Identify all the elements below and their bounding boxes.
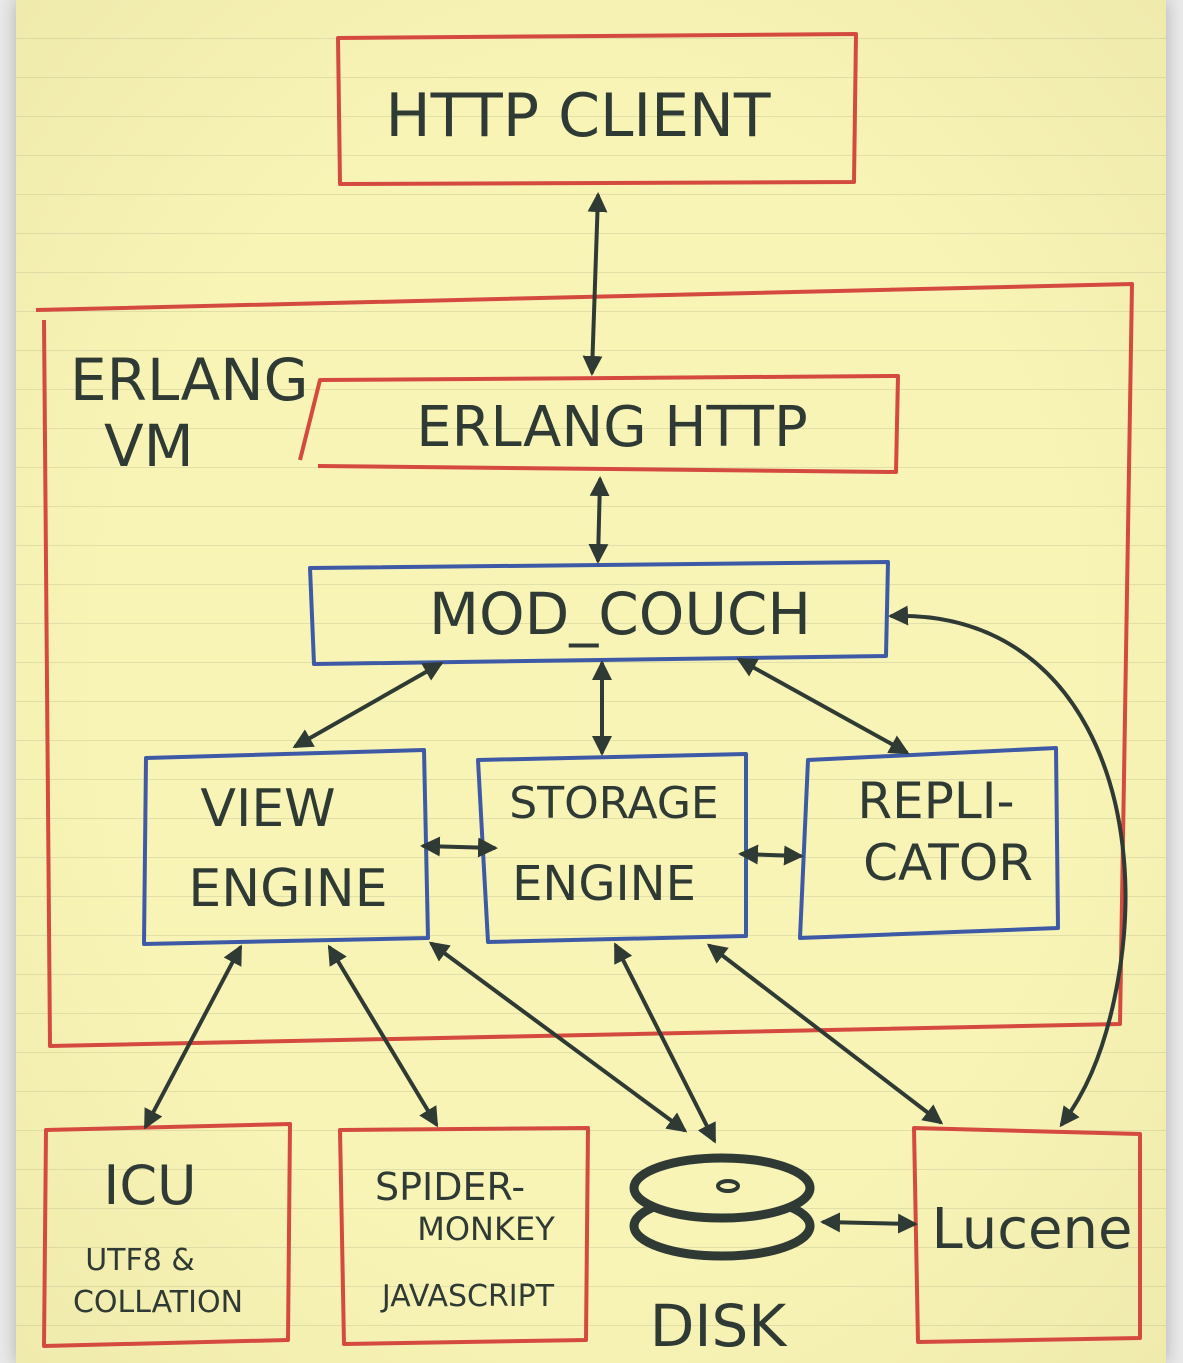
http-client-label: HTTP CLIENT bbox=[385, 81, 770, 151]
view-engine-box bbox=[142, 748, 430, 946]
arrow-disk-to-lucene bbox=[820, 1212, 918, 1234]
view-engine-label-line1: VIEW bbox=[200, 779, 335, 839]
storage-engine-label-line1: STORAGE bbox=[509, 778, 718, 829]
spidermonkey-label-line3: JAVASCRIPT bbox=[380, 1279, 555, 1314]
view-engine-label-line2: ENGINE bbox=[188, 859, 387, 919]
erlang-vm-box bbox=[35, 282, 1134, 1048]
spidermonkey-label-line2: MONKEY bbox=[417, 1210, 555, 1248]
storage-engine-box bbox=[476, 752, 748, 944]
arrow-client-to-erlang-http bbox=[582, 192, 608, 376]
lucene-box bbox=[912, 1126, 1142, 1344]
disk-icon bbox=[629, 1153, 815, 1261]
http-client-box bbox=[336, 32, 858, 186]
arrow-view-engine-to-spidermonkey bbox=[327, 944, 439, 1128]
erlang-vm-label-line1: ERLANG bbox=[70, 346, 309, 414]
arrow-view-engine-to-icu bbox=[144, 944, 242, 1130]
mod-couch-box bbox=[308, 560, 890, 666]
icu-title-label: ICU bbox=[103, 1154, 196, 1217]
storage-engine-label-line2: ENGINE bbox=[512, 856, 696, 912]
spidermonkey-label-line1: SPIDER- bbox=[375, 1165, 525, 1209]
arrow-storage-engine-to-lucene bbox=[706, 943, 944, 1125]
lucene-label: Lucene bbox=[932, 1197, 1133, 1262]
erlang-vm-label-line2: VM bbox=[104, 412, 194, 480]
replicator-label-line2: CATOR bbox=[863, 834, 1033, 892]
arrow-mod-couch-to-lucene bbox=[888, 605, 1128, 1128]
replicator-label-line1: REPLI- bbox=[857, 772, 1014, 830]
arrow-mod-couch-to-view-engine bbox=[292, 662, 444, 748]
arrow-view-to-storage bbox=[420, 836, 498, 858]
arrow-mod-couch-to-replicator bbox=[736, 658, 910, 754]
icu-sub-label-line2: COLLATION bbox=[73, 1285, 243, 1320]
arrow-storage-engine-to-disk bbox=[614, 942, 716, 1144]
erlang-http-label: ERLANG HTTP bbox=[416, 395, 807, 460]
arrow-erlang-http-to-mod-couch bbox=[588, 476, 610, 564]
arrow-storage-to-replicator bbox=[738, 844, 804, 866]
erlang-http-box bbox=[298, 374, 900, 474]
icu-sub-label-line1: UTF8 & bbox=[85, 1243, 195, 1278]
mod-couch-label: MOD_COUCH bbox=[429, 580, 811, 648]
disk-label: DISK bbox=[650, 1292, 789, 1360]
